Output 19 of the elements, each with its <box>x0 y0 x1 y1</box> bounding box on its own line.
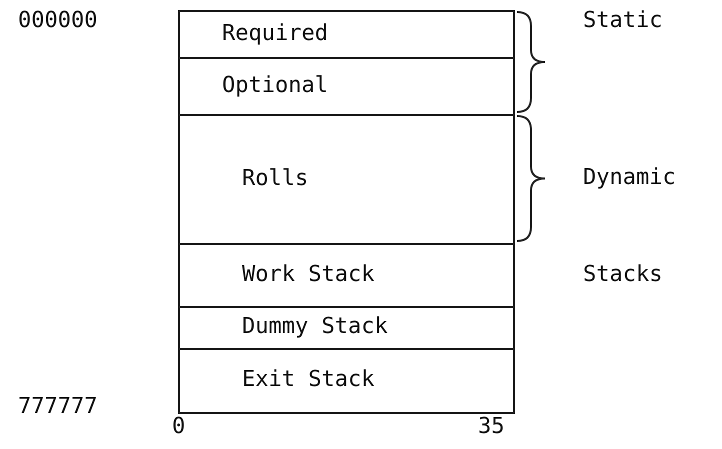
region-label: Stacks <box>583 262 662 287</box>
address-label: 000000 <box>18 8 98 33</box>
segment-label: Rolls <box>242 166 308 190</box>
bit-number: 0 <box>172 414 186 439</box>
region-label: Dynamic <box>583 165 676 190</box>
memory-segment <box>178 243 515 308</box>
memory-segment <box>178 306 515 350</box>
bit-number: 35 <box>478 414 504 439</box>
memory-segment <box>178 10 515 59</box>
segment-label: Optional <box>222 72 328 98</box>
segment-label: Dummy Stack <box>242 314 388 339</box>
address-label: 777777 <box>18 394 98 419</box>
memory-segment <box>178 348 515 414</box>
segment-label: Work Stack <box>242 262 374 286</box>
memory-segment <box>178 57 515 116</box>
memory-segment <box>178 114 515 245</box>
region-label: Static <box>583 8 662 33</box>
segment-label: Required <box>222 20 328 46</box>
segment-label: Exit Stack <box>242 367 374 392</box>
